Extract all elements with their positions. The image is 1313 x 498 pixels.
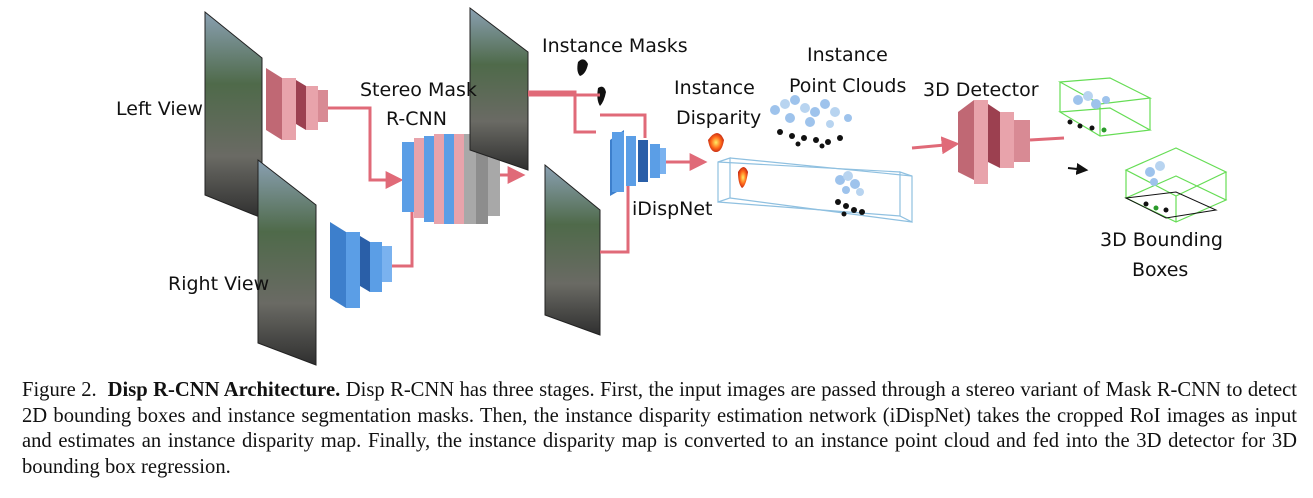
instance-mask-icon <box>597 86 606 106</box>
architecture-diagram: Left View Right View Stereo Mask R-CNN I… <box>116 6 1228 366</box>
detector-3d-label: 3D Detector <box>923 79 1039 101</box>
frustum-disparity-map <box>738 167 748 188</box>
mask-to-idispnet-arrow <box>600 113 647 138</box>
instance-disparity-label: Disparity <box>676 107 761 129</box>
instance-point-clouds-label: Point Clouds <box>789 75 906 97</box>
figure-caption: Figure 2. Disp R-CNN Architecture. Disp … <box>22 378 1297 480</box>
right-view-label: Right View <box>168 273 269 295</box>
refine-arrow <box>1067 162 1089 175</box>
bounding-box-result <box>1057 77 1153 137</box>
figure-number: Figure 2. <box>22 379 97 401</box>
idispnet-blocks <box>610 130 666 196</box>
left-encoder-blocks <box>266 68 328 140</box>
bounding-boxes-label: 3D Bounding <box>1100 229 1223 251</box>
stereo-mask-rcnn-label: Stereo Mask <box>360 79 477 101</box>
right-roi-to-idispnet-arrow <box>600 182 630 254</box>
detector-to-boxes-arrow <box>1029 136 1065 142</box>
right-view-image <box>257 158 317 366</box>
bounding-boxes-label: Boxes <box>1132 259 1188 281</box>
stereo-mask-rcnn-label: R-CNN <box>386 108 447 130</box>
left-view-image <box>204 10 263 219</box>
right-roi-image <box>544 163 601 336</box>
right-to-rcnn-arrow <box>392 200 414 268</box>
idispnet-label: iDispNet <box>632 198 713 220</box>
instance-masks-label: Instance Masks <box>542 35 688 57</box>
instance-disparity-label: Instance <box>674 77 755 99</box>
instance-disparity-map <box>708 133 724 152</box>
instance-point-cloud <box>770 95 852 149</box>
left-roi-image <box>469 6 529 171</box>
instance-point-clouds-label: Instance <box>807 44 888 66</box>
cloud-to-detector-arrow <box>911 136 960 155</box>
roi-to-idispnet-arrow <box>528 90 596 134</box>
frustum-point-cloud <box>835 171 865 217</box>
stereo-mask-rcnn-blocks <box>402 134 500 224</box>
detector-3d-blocks <box>958 100 1030 184</box>
caption-title: Disp R-CNN Architecture. <box>107 379 341 401</box>
disparity-frustum <box>717 157 913 223</box>
right-encoder-blocks <box>330 222 392 308</box>
left-view-label: Left View <box>116 98 203 120</box>
instance-mask-icon <box>577 59 588 76</box>
caption-text: Disp R-CNN has three stages. First, the … <box>22 379 1297 478</box>
left-to-rcnn-arrow <box>328 106 404 189</box>
bounding-box-result <box>1124 147 1228 223</box>
